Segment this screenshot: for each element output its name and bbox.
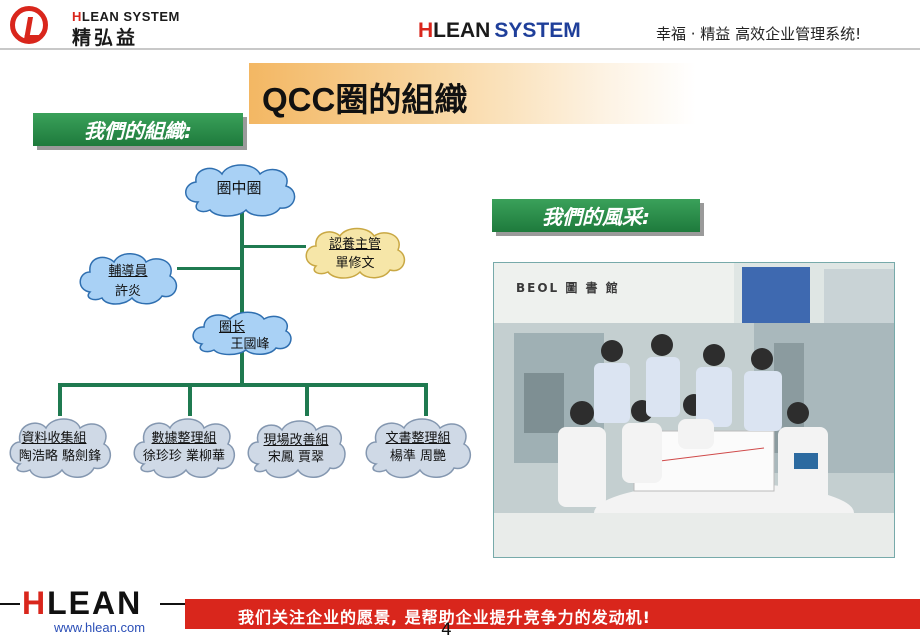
cloud-shape <box>185 164 296 217</box>
company-logo-icon <box>10 6 48 44</box>
group-cloud-2: 數據整理組 徐珍珍 業柳華 <box>130 414 238 480</box>
sponsor-connector <box>244 245 306 248</box>
footer-line-left <box>0 603 20 605</box>
photo-sign-text: BEOL 圖 書 館 <box>516 281 620 295</box>
footer-logo: HLEAN <box>22 585 142 622</box>
org-root-cloud: 圈中圈 <box>180 162 298 217</box>
trunk-line <box>240 210 244 385</box>
group-3-name: 現場改善組 <box>263 433 329 448</box>
brand-h: H <box>418 19 434 42</box>
footer-logo-h: H <box>22 585 48 621</box>
brand-lean: LEAN <box>433 19 491 42</box>
logo-english: HLEAN SYSTEM <box>72 9 180 24</box>
group-drop-3 <box>305 383 309 416</box>
sponsor-cloud: 認養主管 單修文 <box>302 226 408 280</box>
logo-en-rest: LEAN SYSTEM <box>81 9 180 24</box>
cloud-shape <box>79 253 178 305</box>
group-2-members: 徐珍珍 業柳華 <box>142 449 226 464</box>
header-divider <box>0 48 920 50</box>
section-label-organization: 我們的組織: <box>33 113 243 146</box>
sponsor-role: 認養主管 <box>328 237 381 252</box>
leader-cloud: 圈长 王國峰 <box>188 310 296 356</box>
group-drop-4 <box>424 383 428 416</box>
leader-name: 王國峰 <box>230 337 270 352</box>
group-3-members: 宋鳳 賈翠 <box>267 450 325 465</box>
mentor-name: 許炎 <box>114 284 141 299</box>
group-drop-1 <box>58 383 62 416</box>
group-4-name: 文書整理組 <box>385 431 451 446</box>
cloud-shape <box>192 311 292 356</box>
group-photo-icon <box>494 263 894 557</box>
mentor-role: 輔導員 <box>108 264 148 279</box>
mentor-connector <box>177 267 240 270</box>
sponsor-name: 單修文 <box>335 256 375 271</box>
group-bus-line <box>58 383 428 387</box>
cloud-shape <box>365 418 472 479</box>
group-4-members: 楊準 周艷 <box>389 449 447 464</box>
group-cloud-4: 文書整理組 楊準 周艷 <box>362 414 474 480</box>
footer-bar <box>185 599 920 629</box>
page-number: 4 <box>441 620 452 640</box>
footer-line-right <box>160 603 185 605</box>
title-banner <box>249 63 696 124</box>
footer-logo-rest: LEAN <box>47 585 143 621</box>
header-slogan: 幸福 · 精益 高效企业管理系统! <box>656 25 862 43</box>
section-label-style: 我們的風采: <box>492 199 700 232</box>
cloud-shape <box>247 420 346 479</box>
footer-slogan: 我们关注企业的愿景, 是帮助企业提升竞争力的发动机! <box>238 608 651 627</box>
brand-system: SYSTEM <box>494 19 581 42</box>
cloud-shape <box>305 227 406 279</box>
logo-en-prefix: H <box>72 9 82 24</box>
cloud-shape <box>133 418 236 479</box>
group-drop-2 <box>188 383 192 416</box>
group-1-members: 陶浩略 駱劍鋒 <box>18 449 102 464</box>
logo-chinese: 精弘益 <box>72 27 139 49</box>
group-cloud-1: 資料收集組 陶浩略 駱劍鋒 <box>6 414 114 480</box>
leader-role: 圈长 <box>218 320 245 335</box>
footer-url[interactable]: www.hlean.com <box>54 620 146 635</box>
group-photo: BEOL 圖 書 館 <box>493 262 895 558</box>
group-1-name: 資料收集組 <box>21 431 87 446</box>
group-cloud-3: 現場改善組 宋鳳 賈翠 <box>244 416 348 480</box>
mentor-cloud: 輔導員 許炎 <box>76 250 180 306</box>
group-2-name: 數據整理組 <box>151 431 217 446</box>
cloud-shape <box>9 418 112 479</box>
root-label: 圈中圈 <box>216 179 262 197</box>
page-title: QCC圈的組織 <box>262 81 468 118</box>
